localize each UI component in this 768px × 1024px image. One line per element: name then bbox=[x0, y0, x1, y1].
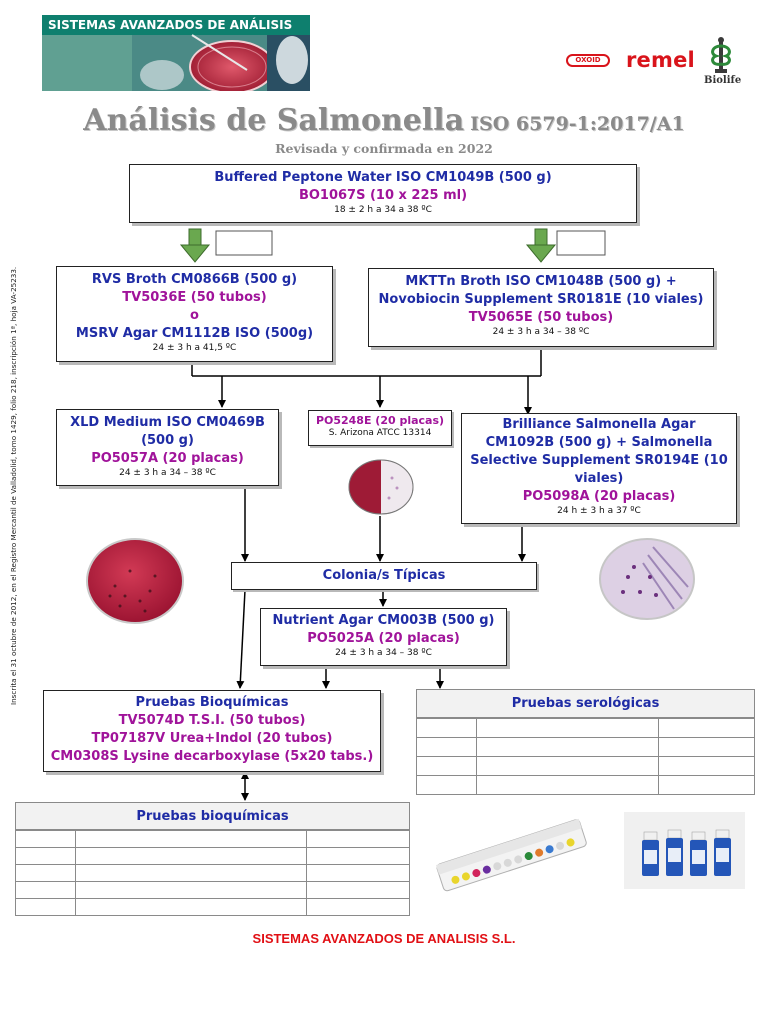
bioquimicas-box: Pruebas Bioquímicas TV5074D T.S.I. (50 t… bbox=[43, 690, 381, 772]
bpw-conditions: 18 ± 2 h a 34 a 38 ºC bbox=[334, 205, 432, 215]
po5248e-line2: S. Arizona ATCC 13314 bbox=[328, 428, 432, 438]
title-main: Análisis de Salmonella bbox=[83, 103, 465, 138]
xld-plate-image bbox=[86, 538, 184, 624]
mkttn-line1: MKTTn Broth ISO CM1048B (500 g) + bbox=[405, 274, 677, 289]
nutrient-box: Nutrient Agar CM003B (500 g) PO5025A (20… bbox=[260, 608, 507, 666]
colonias-box: Colonia/s Típicas bbox=[231, 562, 537, 590]
brilliance-conditions: 24 h ± 3 h a 37 ºC bbox=[557, 506, 641, 516]
table-row bbox=[15, 898, 410, 916]
rvs-box: RVS Broth CM0866B (500 g) TV5036E (50 tu… bbox=[56, 266, 333, 362]
brilliance-line3: Selective Supplement SR0194E (10 bbox=[470, 453, 728, 468]
remel-logo: remel bbox=[626, 48, 695, 72]
xld-box: XLD Medium ISO CM0469B (500 g) PO5057A (… bbox=[56, 409, 279, 486]
vials-icon bbox=[642, 829, 731, 876]
bioq-line1: Pruebas Bioquímicas bbox=[135, 695, 289, 710]
bioq-line2: TV5074D T.S.I. (50 tubos) bbox=[118, 713, 306, 728]
nutrient-line1: Nutrient Agar CM003B (500 g) bbox=[272, 613, 495, 628]
biolife-mark-icon bbox=[711, 37, 731, 73]
table-row bbox=[416, 718, 755, 738]
banner-title: SISTEMAS AVANZADOS DE ANÁLISIS bbox=[42, 15, 310, 35]
mkttn-line2: Novobiocin Supplement SR0181E (10 viales… bbox=[378, 292, 704, 307]
nutrient-conditions: 24 ± 3 h a 34 – 38 ºC bbox=[335, 648, 432, 658]
bpw-line2: BO1067S (10 x 225 ml) bbox=[298, 188, 468, 203]
colonias-label: Colonia/s Típicas bbox=[322, 568, 446, 583]
lab-photo bbox=[42, 34, 310, 91]
oxoid-logo: OXOID bbox=[566, 54, 610, 67]
mkttn-box: MKTTn Broth ISO CM1048B (500 g) + Novobi… bbox=[368, 268, 714, 347]
brilliance-line5: PO5098A (20 placas) bbox=[522, 489, 676, 504]
table-row bbox=[15, 864, 410, 882]
header-banner: SISTEMAS AVANZADOS DE ANÁLISIS bbox=[42, 15, 310, 91]
table-row bbox=[15, 830, 410, 848]
bioquimicas-table-header: Pruebas bioquímicas bbox=[15, 802, 410, 830]
antisera-vials-image bbox=[624, 812, 745, 889]
table-row bbox=[416, 737, 755, 757]
brilliance-line4: viales) bbox=[574, 471, 624, 486]
blank-label-left bbox=[215, 230, 273, 256]
xld-line3: PO5057A (20 placas) bbox=[91, 451, 244, 466]
brilliance-line1: Brilliance Salmonella Agar bbox=[502, 417, 696, 432]
green-arrow-right bbox=[525, 228, 557, 263]
po5248e-line1: PO5248E (20 placas) bbox=[315, 414, 445, 427]
brilliance-line2: CM1092B (500 g) + Salmonella bbox=[485, 435, 713, 450]
mkttn-line3: TV5065E (50 tubos) bbox=[468, 310, 614, 325]
serologicas-table bbox=[416, 718, 755, 795]
bioquimicas-table bbox=[15, 830, 410, 916]
bpw-line1: Buffered Peptone Water ISO CM1049B (500 … bbox=[214, 170, 552, 185]
po5248e-box: PO5248E (20 placas) S. Arizona ATCC 1331… bbox=[308, 410, 452, 446]
serologicas-title: Pruebas serológicas bbox=[511, 696, 660, 711]
table-row bbox=[416, 775, 755, 795]
rvs-line3: o bbox=[190, 308, 199, 323]
brilliance-plate-image bbox=[599, 538, 695, 620]
blank-label-right bbox=[556, 230, 606, 256]
rvs-line1: RVS Broth CM0866B (500 g) bbox=[91, 272, 298, 287]
table-row bbox=[15, 847, 410, 865]
table-row bbox=[416, 756, 755, 776]
bioq-line3: TP07187V Urea+Indol (20 tubos) bbox=[91, 731, 333, 746]
brilliance-box: Brilliance Salmonella Agar CM1092B (500 … bbox=[461, 413, 737, 524]
serologicas-table-header: Pruebas serológicas bbox=[416, 689, 755, 718]
arizona-plate-image bbox=[348, 459, 414, 515]
mkttn-conditions: 24 ± 3 h a 34 – 38 ºC bbox=[492, 327, 590, 337]
xld-line2: (500 g) bbox=[141, 433, 194, 448]
bioq-line4: CM0308S Lysine decarboxylase (5x20 tabs.… bbox=[50, 749, 374, 764]
bioquimicas-table-title: Pruebas bioquímicas bbox=[136, 809, 289, 824]
page-subtitle: Revisada y confirmada en 2022 bbox=[275, 141, 493, 156]
footer-company: SISTEMAS AVANZADOS DE ANALISIS S.L. bbox=[252, 931, 516, 946]
nutrient-line2: PO5025A (20 placas) bbox=[307, 631, 460, 646]
rvs-line2: TV5036E (50 tubos) bbox=[122, 290, 267, 305]
test-strip-image bbox=[435, 818, 587, 892]
biolife-logo-text: Biolife bbox=[704, 75, 742, 86]
xld-line1: XLD Medium ISO CM0469B bbox=[70, 415, 265, 430]
table-row bbox=[15, 881, 410, 899]
title-standard: ISO 6579-1:2017/A1 bbox=[470, 113, 685, 135]
green-arrow-left bbox=[179, 228, 211, 263]
bpw-box: Buffered Peptone Water ISO CM1049B (500 … bbox=[129, 164, 637, 223]
rvs-line4: MSRV Agar CM1112B ISO (500g) bbox=[75, 326, 314, 341]
xld-conditions: 24 ± 3 h a 34 – 38 ºC bbox=[119, 468, 216, 478]
rvs-conditions: 24 ± 3 h a 41,5 ºC bbox=[152, 343, 237, 353]
